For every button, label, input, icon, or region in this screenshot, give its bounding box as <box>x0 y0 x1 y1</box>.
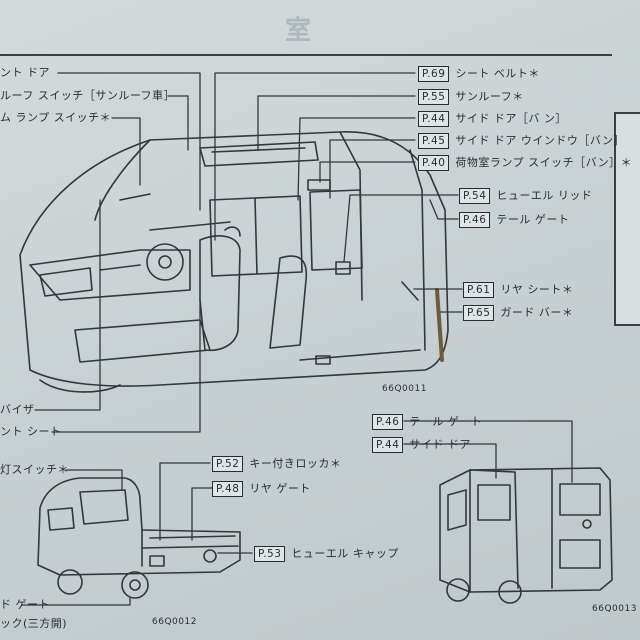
leaders-truck <box>21 462 253 606</box>
callout-sun-visor: バイザ <box>0 403 35 416</box>
page-header-faded: 室 <box>285 16 315 46</box>
figure-code-main: 66Q0011 <box>382 384 427 394</box>
callout-truck-lamp-switch: 灯スイッチ＊ <box>0 463 69 476</box>
leaders-main-left <box>34 72 201 433</box>
truck-drawing <box>37 477 241 599</box>
figure-code-truck: 66Q0012 <box>152 617 197 627</box>
callout-roof-switch: ルーフ スイッチ［サンルーフ車］ <box>0 89 176 102</box>
leaders-main-right <box>214 72 463 313</box>
figure-code-van: 66Q0013 <box>592 604 637 614</box>
top-rule <box>0 54 612 56</box>
leaders-van <box>403 420 573 483</box>
callout-three-way-deck: ック(三方開) <box>0 617 68 630</box>
callout-side-gate: ド ゲート <box>0 598 50 611</box>
right-index-tab <box>614 112 640 326</box>
callout-front-door: ント ドア <box>0 66 50 79</box>
cutaway-van-drawing <box>19 131 449 393</box>
callout-room-lamp-switch: ム ランプ スイッチ＊ <box>0 111 112 124</box>
callout-front-seat: ント シート <box>0 425 62 438</box>
van-drawing <box>439 467 613 604</box>
